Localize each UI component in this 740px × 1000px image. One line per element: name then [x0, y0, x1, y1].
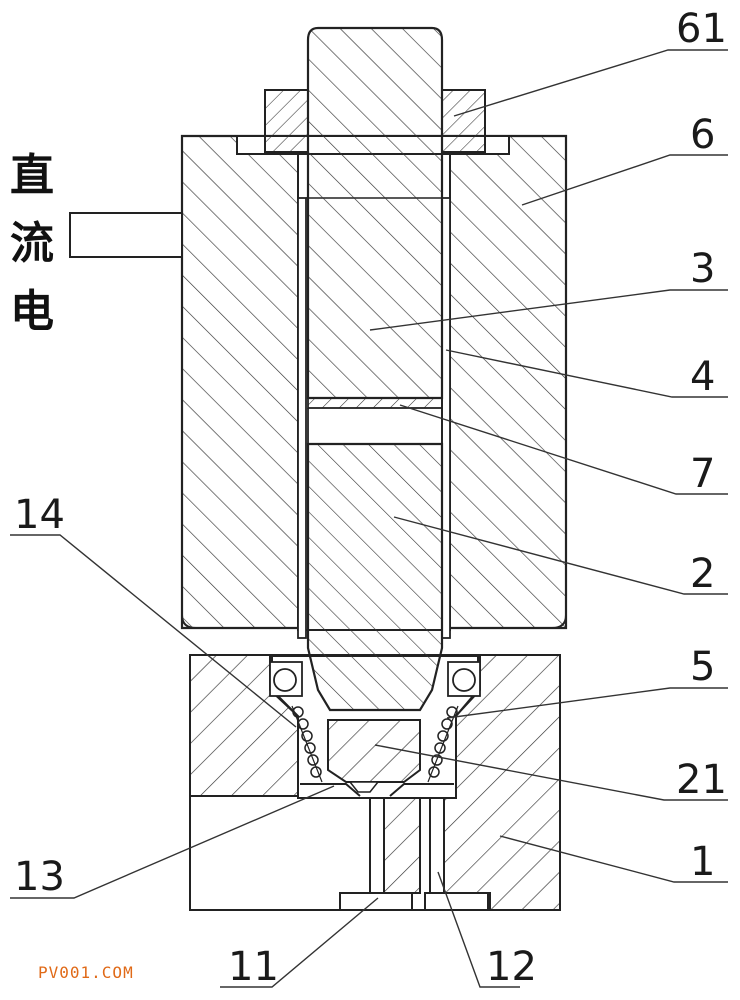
dc-label-line-1: 直	[10, 150, 54, 201]
callout-21: 21	[676, 757, 727, 803]
valve-plug-part	[327, 719, 421, 793]
callout-4: 4	[690, 354, 715, 400]
callout-13: 13	[14, 854, 65, 900]
valve-seat	[300, 783, 454, 797]
callout-61: 61	[676, 6, 727, 52]
callout-7: 7	[690, 451, 715, 497]
watermark-text: PV001.COM	[38, 963, 134, 982]
gasket-part	[307, 397, 443, 409]
callout-2: 2	[690, 551, 715, 597]
callout-14: 14	[14, 492, 65, 538]
callout-6: 6	[690, 112, 715, 158]
spring-part	[291, 705, 459, 783]
callout-3: 3	[690, 246, 715, 292]
callout-11: 11	[228, 944, 279, 990]
callout-1: 1	[690, 839, 715, 885]
moving-core-part	[306, 408, 444, 712]
dc-label-line-2: 流	[10, 218, 54, 269]
leader-lines	[10, 49, 728, 988]
callout-5: 5	[690, 644, 715, 690]
callout-12: 12	[486, 944, 537, 990]
nut-part	[264, 89, 486, 153]
dc-label-line-3: 电	[10, 286, 54, 337]
static-core-part	[306, 26, 444, 400]
dc-terminal	[69, 212, 183, 258]
seal-ring-part	[269, 661, 481, 697]
